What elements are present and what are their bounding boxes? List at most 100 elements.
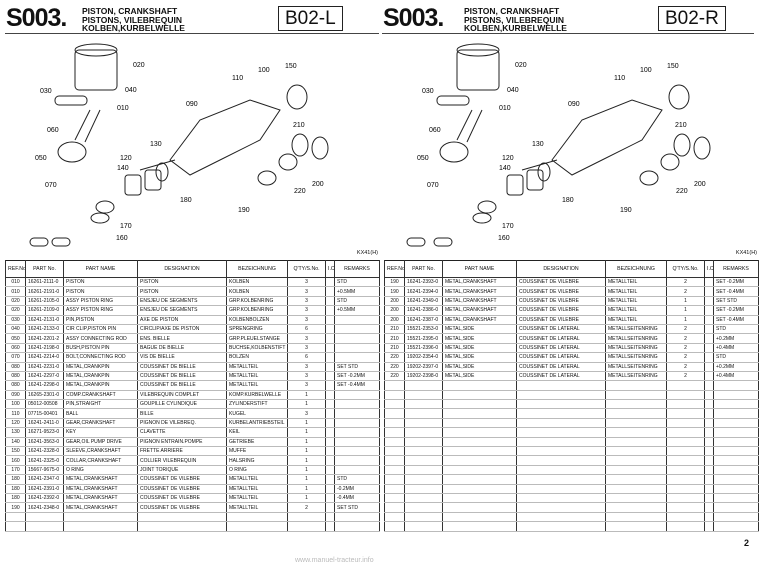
table-cell: COMP.CRANKSHAFT: [63, 390, 138, 401]
table-cell: [334, 465, 380, 476]
table-cell: +0.4MM: [713, 343, 759, 354]
table-cell: +0.2MM: [713, 362, 759, 372]
table-cell: 150: [5, 446, 26, 457]
table-cell: PIN,PISTON: [63, 315, 138, 325]
table-cell: METAL,SIDE: [442, 333, 517, 344]
empty-row: [5, 521, 380, 532]
table-cell: 19202-2397-0: [404, 362, 443, 372]
table-cell: [516, 427, 606, 438]
table-cell: PISTON: [137, 277, 227, 288]
callout-label: 040: [507, 87, 519, 94]
callout-label: 130: [532, 141, 544, 148]
table-cell: [325, 399, 335, 410]
table-cell: 190: [5, 502, 26, 513]
crankshaft-shape: [551, 99, 663, 176]
piston-shape: [74, 49, 118, 91]
table-cell: [384, 418, 405, 429]
section-code: S003.: [6, 4, 67, 32]
column-header: REF.No.: [384, 260, 405, 278]
table-cell: [404, 446, 443, 457]
table-cell: 100: [5, 399, 26, 410]
column-header: DESIGNATION: [516, 260, 606, 278]
table-cell: [442, 512, 517, 523]
table-cell: VILEBREQUIN COMPLET: [137, 390, 227, 401]
table-cell: [704, 333, 714, 344]
table-cell: COUSSINET DE LATERAL: [516, 362, 606, 372]
table-cell: [713, 455, 759, 466]
callout-label: 190: [620, 207, 632, 214]
table-cell: +0.4MM: [713, 371, 759, 382]
callout-label: 020: [515, 62, 527, 69]
table-cell: 2: [666, 352, 705, 363]
table-cell: [516, 455, 606, 466]
table-cell: [516, 380, 606, 391]
table-cell: [442, 446, 517, 457]
table-cell: 16271-9523-0: [25, 427, 64, 438]
table-cell: FRETTE ARRIERE: [137, 446, 227, 457]
table-cell: 2: [666, 333, 705, 344]
table-cell: 2: [666, 277, 705, 288]
table-cell: [605, 465, 667, 476]
callout-label: 090: [568, 101, 580, 108]
table-cell: JOINT TORIQUE: [137, 465, 227, 476]
table-cell: [442, 484, 517, 495]
table-cell: [325, 277, 335, 288]
callout-label: 110: [232, 75, 243, 82]
table-cell: [226, 512, 288, 523]
table-cell: 3: [287, 305, 326, 316]
table-cell: 070: [5, 352, 26, 363]
table-cell: [325, 380, 335, 391]
table-cell: GETRIEBE: [226, 437, 288, 448]
table-cell: [713, 390, 759, 401]
table-cell: GOUPILLE CYLINDIQUE: [137, 399, 227, 410]
table-cell: 16241-2133-0: [25, 324, 64, 335]
table-cell: [334, 418, 380, 429]
table-cell: 16261-2105-0: [25, 296, 64, 307]
callout-label: 120: [120, 155, 132, 162]
table-cell: COUSSINET DE VILEBRE: [137, 474, 227, 485]
table-cell: [442, 427, 517, 438]
table-cell: GEAR,CRANKSHAFT: [63, 418, 138, 429]
table-cell: SET STD: [334, 362, 380, 372]
table-cell: PISTON: [63, 277, 138, 288]
table-cell: [605, 455, 667, 466]
column-header: PART NAME: [63, 260, 138, 278]
connecting-rod-shape: [456, 109, 483, 143]
table-cell: [334, 446, 380, 457]
callout-label: 010: [499, 105, 511, 112]
table-cell: 210: [384, 343, 405, 354]
section-code: S003.: [383, 4, 444, 32]
table-cell: 1: [287, 437, 326, 448]
table-cell: 6: [287, 352, 326, 363]
table-cell: [666, 399, 705, 410]
callout-label: 150: [285, 63, 297, 70]
table-cell: [516, 474, 606, 485]
table-cell: [442, 493, 517, 504]
table-cell: [666, 521, 705, 532]
table-cell: KUGEL: [226, 408, 288, 419]
table-cell: [404, 465, 443, 476]
model-label: KX41(H): [356, 250, 378, 256]
table-cell: 16261-2109-0: [25, 305, 64, 316]
table-cell: 180: [5, 493, 26, 504]
table-cell: 3: [287, 408, 326, 419]
model-label: KX41(H): [735, 250, 757, 256]
table-cell: [404, 455, 443, 466]
column-header: PART No.: [25, 260, 64, 278]
table-cell: KOLBENBOLZEN: [226, 315, 288, 325]
table-cell: [704, 427, 714, 438]
table-cell: [704, 352, 714, 363]
table-cell: COUSSINET DE LATERAL: [516, 324, 606, 335]
table-cell: KOLBEN: [226, 277, 288, 288]
table-cell: ENSJEU DE SEGMENTS: [137, 296, 227, 307]
column-header: PART No.: [404, 260, 443, 278]
table-cell: 16241-2131-0: [25, 315, 64, 325]
